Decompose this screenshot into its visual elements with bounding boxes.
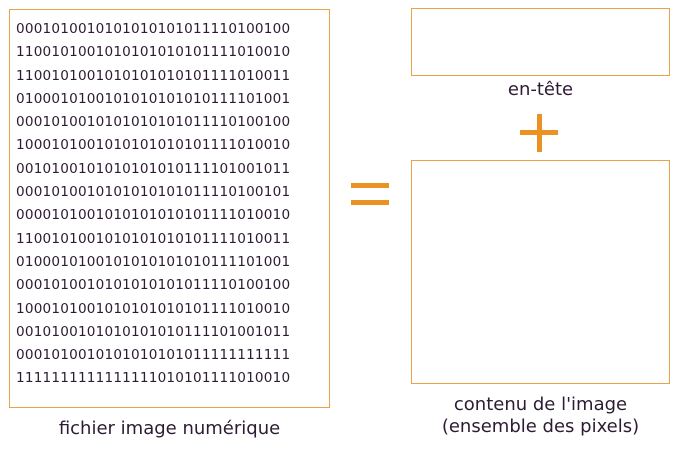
binary-line: 1100101001010101010101111010010 (16, 44, 291, 61)
binary-line: 0000101001010101010101111010010 (16, 207, 291, 224)
binary-line: 0100010100101010101010111101001 (16, 90, 291, 107)
binary-line: 0001010010101010101011110100100 (16, 114, 291, 131)
header-block-box (411, 8, 670, 76)
binary-line: 1000101001010101010101111010010 (16, 300, 291, 317)
equals-bar-top (351, 183, 389, 188)
binary-line: 1000101001010101010101111010010 (16, 137, 291, 154)
binary-line: 0100010100101010101010111101001 (16, 253, 291, 270)
binary-file-box: 0001010010101010101011110100100 11001010… (9, 9, 330, 408)
equals-bar-bottom (351, 200, 389, 205)
binary-line: 0001010010101010101011110100100 (16, 277, 291, 294)
equals-sign (351, 183, 389, 207)
image-content-box (411, 160, 670, 384)
binary-line: 0010100101010101010111101001011 (16, 160, 291, 177)
image-content-caption-line2: (ensemble des pixels) (441, 416, 640, 437)
binary-line: 0010100101010101010111101001011 (16, 323, 291, 340)
plus-sign (520, 114, 558, 152)
binary-lines: 0001010010101010101011110100100 11001010… (16, 18, 290, 391)
binary-line: 0001010010101010101011110100100 (16, 21, 291, 37)
binary-line: 1111111111111111010101111010010 (16, 370, 291, 387)
plus-bar-vertical (536, 114, 542, 152)
binary-line: 0001010010101010101011111111111 (16, 347, 291, 364)
image-content-caption-line1: contenu de l'image (453, 394, 628, 415)
image-content-caption: contenu de l'image (ensemble des pixels) (411, 394, 670, 438)
binary-file-caption: fichier image numérique (58, 418, 281, 439)
binary-line: 0001010010101010101011110100101 (16, 184, 291, 201)
binary-line: 1100101001010101010101111010011 (16, 67, 291, 84)
header-block-caption: en-tête (507, 79, 574, 100)
binary-line: 1100101001010101010101111010011 (16, 230, 291, 247)
